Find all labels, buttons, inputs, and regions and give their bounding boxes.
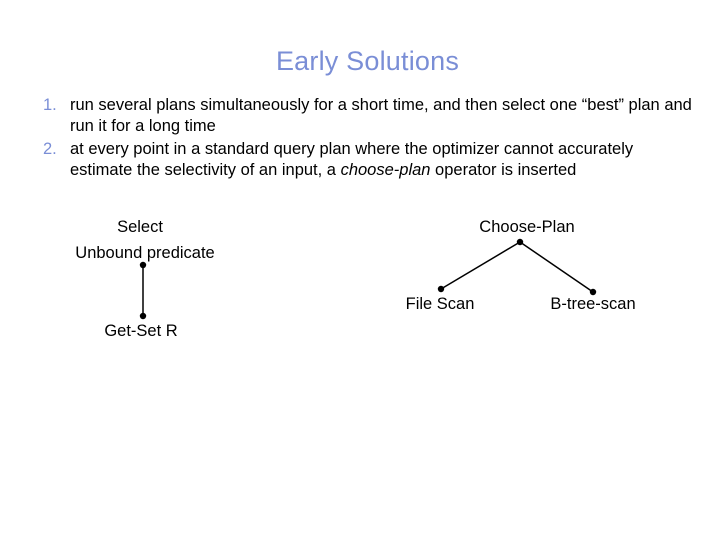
unbound-predicate-label: Unbound predicate — [75, 244, 214, 262]
tree-node-dot — [139, 261, 147, 269]
file-scan-node-label: File Scan — [406, 295, 475, 313]
choose-plan-node-label: Choose-Plan — [479, 218, 574, 236]
right-plan-tree: Choose-Plan File Scan B-tree-scan — [406, 218, 636, 313]
bullet-list: 1. run several plans simultaneously for … — [40, 95, 700, 183]
tree-node-dot — [589, 288, 597, 296]
left-plan-tree: Select Unbound predicate Get-Set R — [75, 218, 214, 340]
bullet-text-before: at every point in a standard query plan … — [70, 140, 634, 179]
bullet-item-1: 1. run several plans simultaneously for … — [40, 95, 700, 137]
btree-scan-node-label: B-tree-scan — [550, 295, 635, 313]
bullet-text: run several plans simultaneously for a s… — [70, 96, 692, 135]
tree-edge — [440, 241, 521, 290]
bullet-number: 1. — [43, 96, 57, 114]
select-node-label: Select — [117, 218, 163, 236]
tree-node-dot — [516, 238, 524, 246]
bullet-item-2: 2. at every point in a standard query pl… — [40, 139, 700, 181]
tree-node-dot — [437, 285, 445, 293]
slide-title: Early Solutions — [275, 46, 460, 76]
tree-node-dot — [139, 312, 147, 320]
bullet-text-after: operator is inserted — [430, 161, 577, 179]
bullet-number: 2. — [43, 140, 57, 158]
tree-edge — [519, 241, 594, 293]
bullet-text-emphasis: choose-plan — [340, 161, 431, 179]
get-set-node-label: Get-Set R — [104, 322, 177, 340]
